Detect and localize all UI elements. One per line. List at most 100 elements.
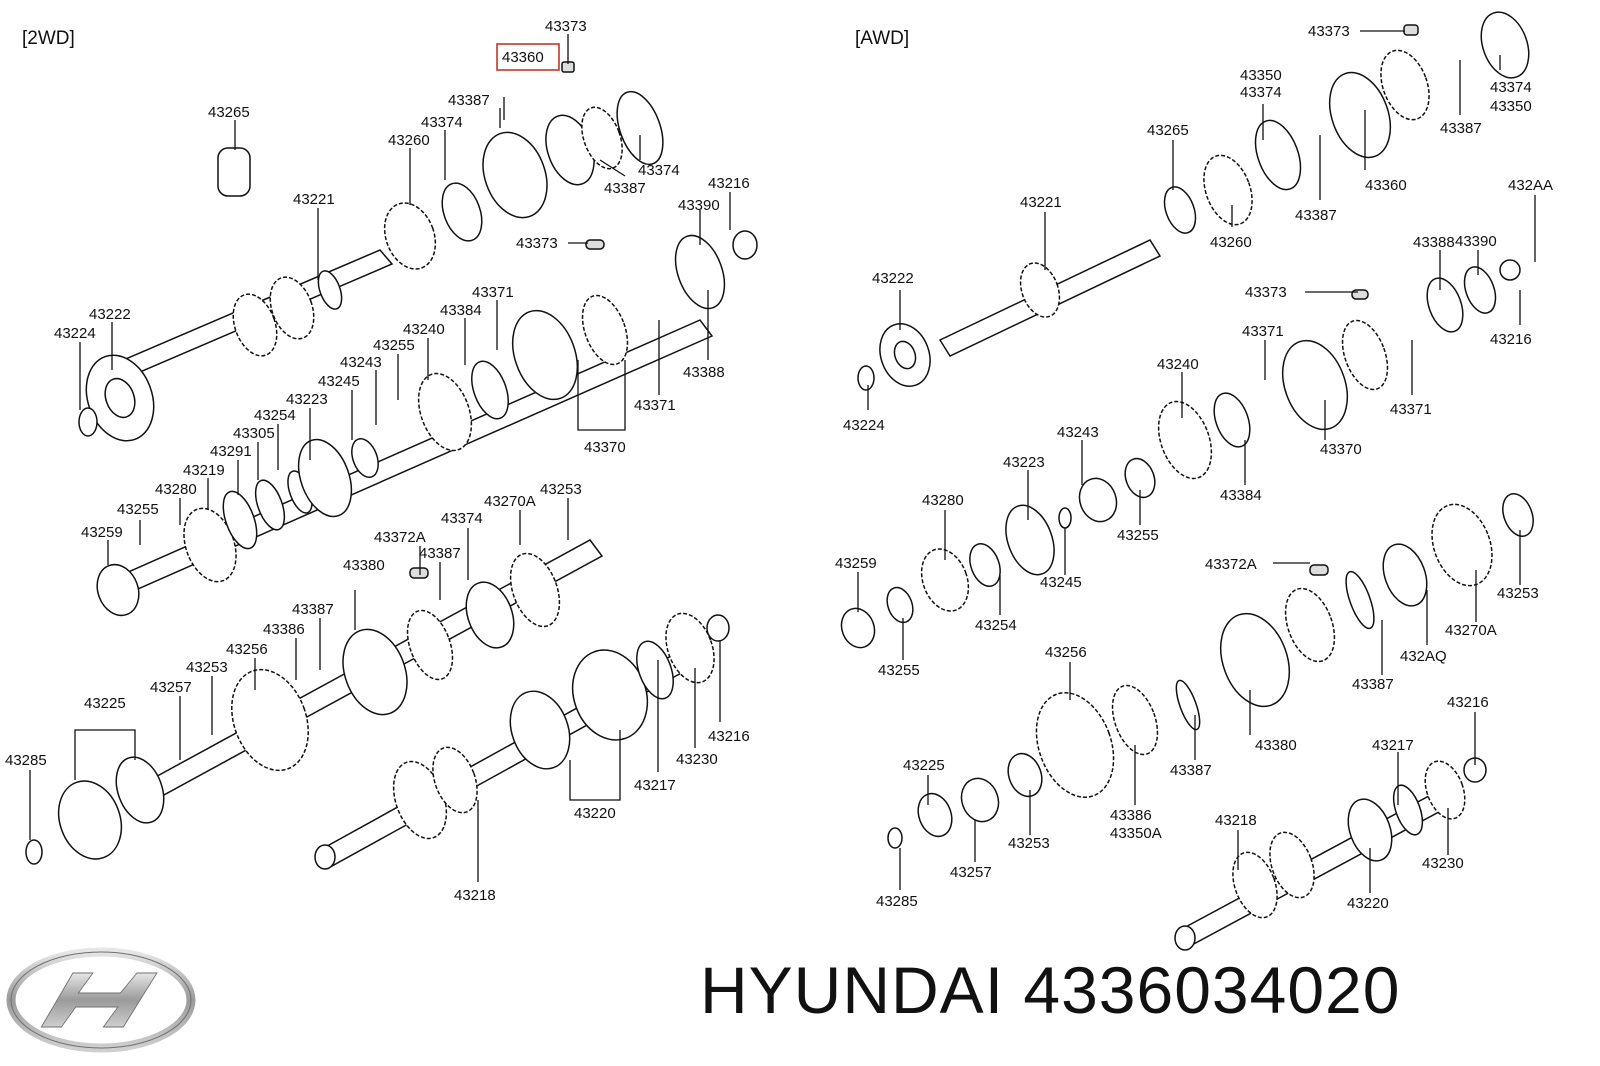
part-label: 43223 (286, 391, 328, 408)
part-label: 43225 (84, 695, 126, 712)
part-label: 43390 (1455, 233, 1497, 250)
part-label: 43257 (950, 864, 992, 881)
part-label: 43387 (1440, 120, 1482, 137)
part-label: 43253 (186, 659, 228, 676)
part-label: 43243 (340, 354, 382, 371)
right-input-shaft (857, 11, 1530, 391)
right-bottom-shaft (1174, 757, 1487, 951)
part-label: 43374 (1240, 84, 1282, 101)
part-label: 43285 (5, 752, 47, 769)
part-label: 43225 (903, 757, 945, 774)
part-label: 43255 (878, 662, 920, 679)
part-label: 43245 (1040, 574, 1082, 591)
part-label: 43253 (1497, 585, 1539, 602)
part-label: 43384 (440, 302, 482, 319)
part-label: 43256 (226, 641, 268, 658)
part-label: 43224 (54, 325, 96, 342)
part-label: 432AQ (1400, 648, 1447, 665)
part-label: 43280 (922, 492, 964, 509)
section-label-awd: [AWD] (855, 28, 909, 49)
part-label: 43222 (872, 270, 914, 287)
part-label: 43221 (293, 191, 335, 208)
part-label: 43350 (1240, 67, 1282, 84)
part-label: 43255 (117, 501, 159, 518)
part-label: 43384 (1220, 487, 1262, 504)
part-label: 43259 (81, 524, 123, 541)
right-drawing (840, 11, 1534, 951)
part-label: 43219 (183, 462, 225, 479)
part-label: 43220 (574, 805, 616, 822)
part-label: 43230 (1422, 855, 1464, 872)
part-label: 43380 (343, 557, 385, 574)
part-label: 43259 (835, 555, 877, 572)
part-label: 43371 (1390, 401, 1432, 418)
part-label: 43265 (208, 104, 250, 121)
part-label: 43254 (975, 617, 1017, 634)
part-label: 43390 (678, 197, 720, 214)
part-label: 43220 (1347, 895, 1389, 912)
part-label-highlighted: 43360 (502, 49, 544, 66)
part-label: 43387 (448, 92, 490, 109)
part-label: 43374 (421, 114, 463, 131)
section-label-2wd: [2WD] (22, 28, 75, 49)
part-label: 43217 (1372, 737, 1414, 754)
part-label: 43221 (1020, 194, 1062, 211)
part-label: 43387 (1352, 676, 1394, 693)
left-bottom-shaft (314, 612, 730, 870)
part-label: 43216 (1490, 331, 1532, 348)
part-label: 43218 (1215, 812, 1257, 829)
part-number: 4336034020 (1023, 953, 1401, 1027)
part-label: 43255 (1117, 527, 1159, 544)
part-label: 43373 (1245, 284, 1287, 301)
hyundai-logo (6, 947, 196, 1053)
part-label: 43222 (89, 306, 131, 323)
part-label: 43350 (1490, 98, 1532, 115)
part-label: 43265 (1147, 122, 1189, 139)
part-label: 43371 (472, 284, 514, 301)
part-label: 43387 (292, 601, 334, 618)
right-leader-lines (857, 30, 1536, 893)
part-label: 43240 (1157, 356, 1199, 373)
part-label: 43372A (374, 529, 426, 546)
part-label: 43387 (604, 180, 646, 197)
part-label: 43370 (1320, 441, 1362, 458)
part-label: 43374 (1490, 79, 1532, 96)
part-label: 43370 (584, 439, 626, 456)
left-input-shaft (78, 61, 664, 442)
part-label: 43255 (373, 337, 415, 354)
right-counter-shaft (887, 493, 1534, 849)
part-label: 43257 (150, 679, 192, 696)
part-label: 43387 (419, 545, 461, 562)
part-label: 43371 (1242, 323, 1284, 340)
part-label: 43388 (683, 364, 725, 381)
part-label: 43260 (1210, 234, 1252, 251)
part-label: 43253 (540, 481, 582, 498)
part-label: 43380 (1255, 737, 1297, 754)
left-leader-lines (29, 34, 731, 882)
part-label: 43217 (634, 777, 676, 794)
left-drawing (25, 43, 758, 870)
left-output-shaft (96, 230, 758, 617)
right-output-shaft (840, 259, 1521, 649)
part-label: 43373 (545, 18, 587, 35)
part-label: 43372A (1205, 556, 1257, 573)
part-label: 43280 (155, 481, 197, 498)
part-label: 43260 (388, 132, 430, 149)
left-counter-shaft (25, 539, 604, 865)
part-label: 43374 (638, 162, 680, 179)
part-label: 43254 (254, 407, 296, 424)
part-label: 43256 (1045, 644, 1087, 661)
part-label: 43270A (484, 493, 536, 510)
part-label: 43223 (1003, 454, 1045, 471)
part-label: 43373 (516, 235, 558, 252)
brand-name: HYUNDAI (700, 953, 1005, 1027)
part-label: 43388 (1413, 234, 1455, 251)
part-label: 43216 (1447, 694, 1489, 711)
part-label: 43291 (210, 443, 252, 460)
part-label: 43285 (876, 893, 918, 910)
part-label: 43371 (634, 397, 676, 414)
part-label: 43218 (454, 887, 496, 904)
part-label: 43245 (318, 373, 360, 390)
part-label: 43270A (1445, 622, 1497, 639)
